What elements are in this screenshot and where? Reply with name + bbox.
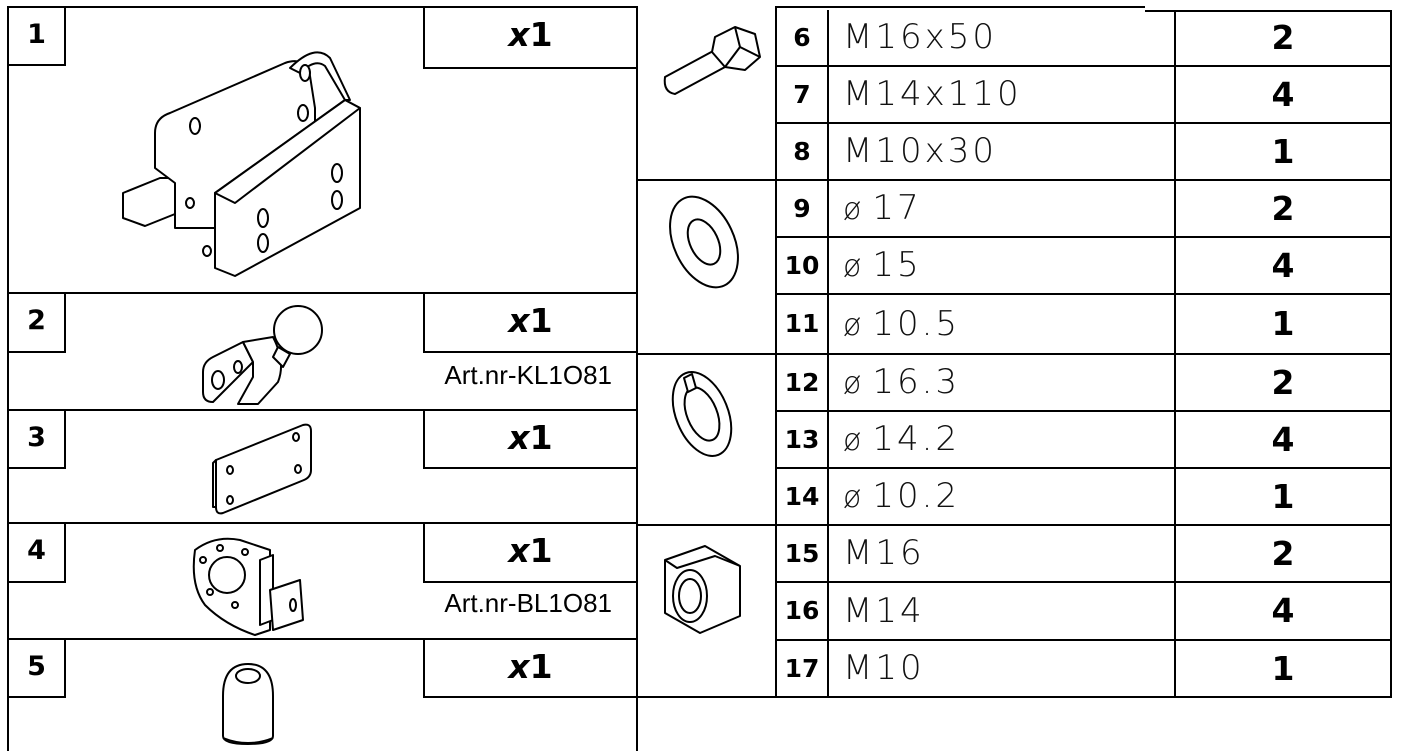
item-number: 4 [27, 535, 46, 566]
diameter-symbol: ø [843, 249, 865, 284]
row-quantity: 4 [1271, 591, 1295, 630]
spec-value: 14.2 [872, 419, 961, 459]
article-number: Art.nr-BL1O81 [444, 588, 612, 618]
row-number: 16 [784, 596, 820, 625]
row-quantity: 1 [1271, 649, 1295, 688]
spec-value: 16.3 [872, 362, 961, 402]
spring-washer-icon [671, 371, 733, 457]
row-number: 6 [793, 23, 811, 52]
item-quantity: x1 [508, 418, 553, 457]
row-quantity: 2 [1271, 18, 1295, 57]
row-number: 11 [784, 309, 820, 338]
spec-value: M14 [843, 591, 925, 631]
spec-value: 10.2 [872, 476, 961, 516]
row-spec: M14 [843, 583, 1163, 639]
row-number: 8 [793, 137, 811, 166]
flat-washer-icon [669, 195, 739, 289]
row-spec: M10 [843, 641, 1163, 696]
spec-value: 17 [872, 188, 922, 228]
row-quantity: 2 [1271, 534, 1295, 573]
ball-cover-icon [222, 663, 274, 745]
spec-value: M16x50 [843, 17, 997, 57]
item-quantity: x1 [508, 301, 553, 340]
hex-nut-icon [664, 545, 741, 634]
spec-value: M10 [843, 648, 925, 688]
bolt-icon [663, 26, 761, 95]
diameter-symbol: ø [843, 423, 865, 458]
article-number: Art.nr-KL1O81 [444, 360, 612, 390]
spec-value: M10x30 [843, 131, 997, 171]
item-quantity: x1 [508, 647, 553, 686]
row-spec: M10x30 [843, 124, 1163, 179]
row-spec: M16 [843, 526, 1163, 581]
item-number: 2 [27, 305, 46, 336]
item-number: 3 [27, 422, 46, 453]
row-quantity: 1 [1271, 477, 1295, 516]
row-quantity: 1 [1271, 304, 1295, 343]
row-spec: M14x110 [843, 67, 1163, 122]
item-quantity: x1 [508, 531, 553, 570]
row-quantity: 1 [1271, 132, 1295, 171]
socket-plate-icon [192, 537, 304, 636]
item-number: 1 [27, 19, 46, 50]
spec-value: M16 [843, 533, 925, 573]
diameter-symbol: ø [843, 308, 865, 343]
diameter-symbol: ø [843, 366, 865, 401]
row-quantity: 4 [1271, 246, 1295, 285]
row-number: 13 [784, 425, 820, 454]
row-number: 12 [784, 368, 820, 397]
row-number: 17 [784, 654, 820, 683]
spec-value: 15 [872, 245, 922, 285]
row-quantity: 4 [1271, 75, 1295, 114]
spec-value: 10.5 [872, 304, 961, 344]
row-number: 9 [793, 194, 811, 223]
mounting-plate-icon [212, 423, 312, 515]
row-quantity: 4 [1271, 420, 1295, 459]
row-number: 14 [784, 482, 820, 511]
diameter-symbol: ø [843, 192, 865, 227]
item-number: 5 [27, 651, 46, 682]
row-number: 10 [784, 251, 820, 280]
row-number: 7 [793, 80, 811, 109]
item-quantity: x1 [508, 15, 553, 54]
tow-ball-icon [202, 305, 323, 405]
row-number: 15 [784, 539, 820, 568]
tow-bracket-icon [122, 51, 361, 277]
spec-value: M14x110 [843, 74, 1022, 114]
row-spec: M16x50 [843, 10, 1163, 65]
row-quantity: 2 [1271, 189, 1295, 228]
row-quantity: 2 [1271, 363, 1295, 402]
diameter-symbol: ø [843, 480, 865, 515]
